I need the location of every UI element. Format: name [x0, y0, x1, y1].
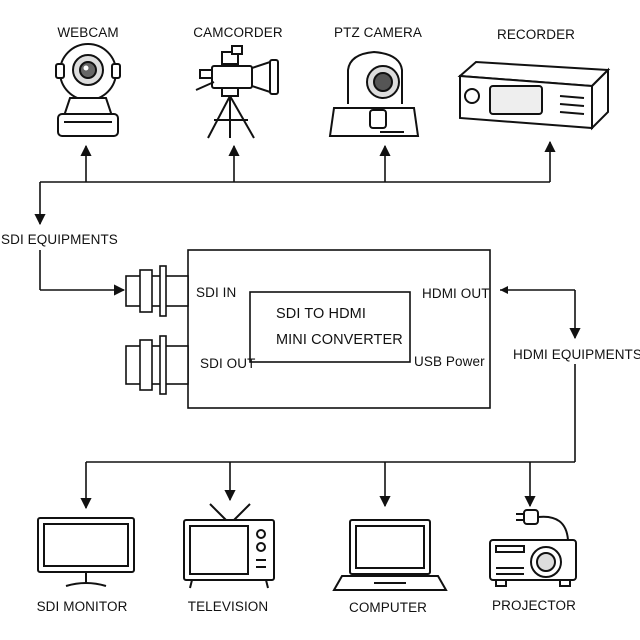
projector-icon [489, 509, 577, 587]
hdmi-equipments-label: HDMI EQUIPMENTS [513, 347, 640, 362]
sdi-monitor-label: SDI MONITOR [36, 599, 128, 614]
source-connectors [34, 140, 556, 226]
converter-box [187, 249, 491, 409]
sdi-in-connector-icon [125, 265, 189, 317]
output-connectors [80, 461, 575, 510]
sdi-equipments-label: SDI EQUIPMENTS [1, 232, 118, 247]
monitor-icon [37, 517, 135, 587]
sdi-in-label: SDI IN [196, 285, 237, 300]
usb-power-label: USB Power [414, 354, 485, 369]
webcam-label: WEBCAM [57, 25, 119, 40]
camcorder-icon [195, 45, 279, 139]
ptz-camera-icon [328, 50, 420, 137]
sdi-out-label: SDI OUT [200, 356, 256, 371]
webcam-icon [55, 43, 121, 137]
sdi-input-connector [39, 250, 126, 296]
sdi-out-connector-icon [125, 335, 189, 395]
converter-title-line1: SDI TO HDMI [276, 306, 366, 322]
camcorder-label: CAMCORDER [193, 25, 283, 40]
recorder-icon [457, 60, 611, 131]
computer-label: COMPUTER [348, 600, 428, 615]
recorder-label: RECORDER [496, 27, 576, 42]
converter-title-line2: MINI CONVERTER [276, 332, 403, 348]
projector-label: PROJECTOR [492, 598, 576, 613]
television-label: TELEVISION [187, 599, 269, 614]
television-icon [183, 503, 275, 589]
hdmi-output-connector [500, 286, 581, 462]
laptop-icon [332, 519, 448, 591]
ptz-camera-label: PTZ CAMERA [333, 25, 423, 40]
hdmi-out-label: HDMI OUT [422, 286, 490, 301]
